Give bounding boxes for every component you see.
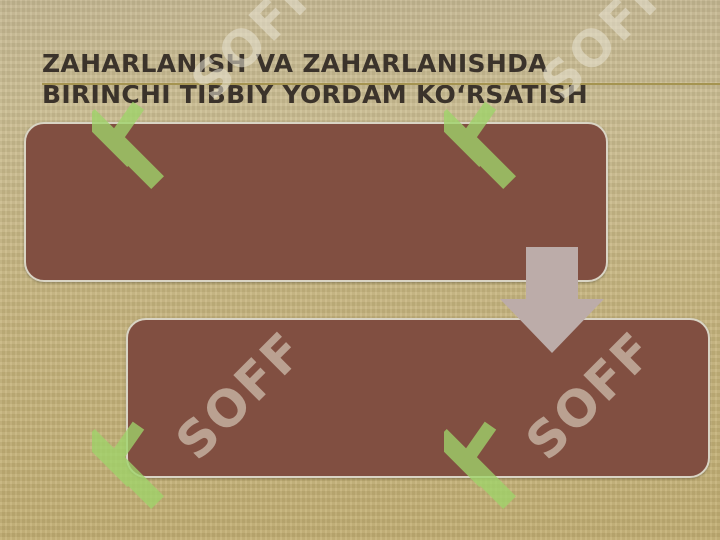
process-box-bottom[interactable] bbox=[126, 318, 710, 478]
soff-logo-icon bbox=[92, 101, 164, 189]
soff-logo-icon bbox=[92, 421, 164, 509]
down-arrow-icon bbox=[500, 247, 604, 353]
slide-title-line-1: ZAHARLANISH VA ZAHARLANISHDA bbox=[42, 49, 548, 78]
soff-logo-icon bbox=[444, 421, 516, 509]
title-divider bbox=[42, 83, 720, 85]
soff-logo-icon bbox=[444, 101, 516, 189]
